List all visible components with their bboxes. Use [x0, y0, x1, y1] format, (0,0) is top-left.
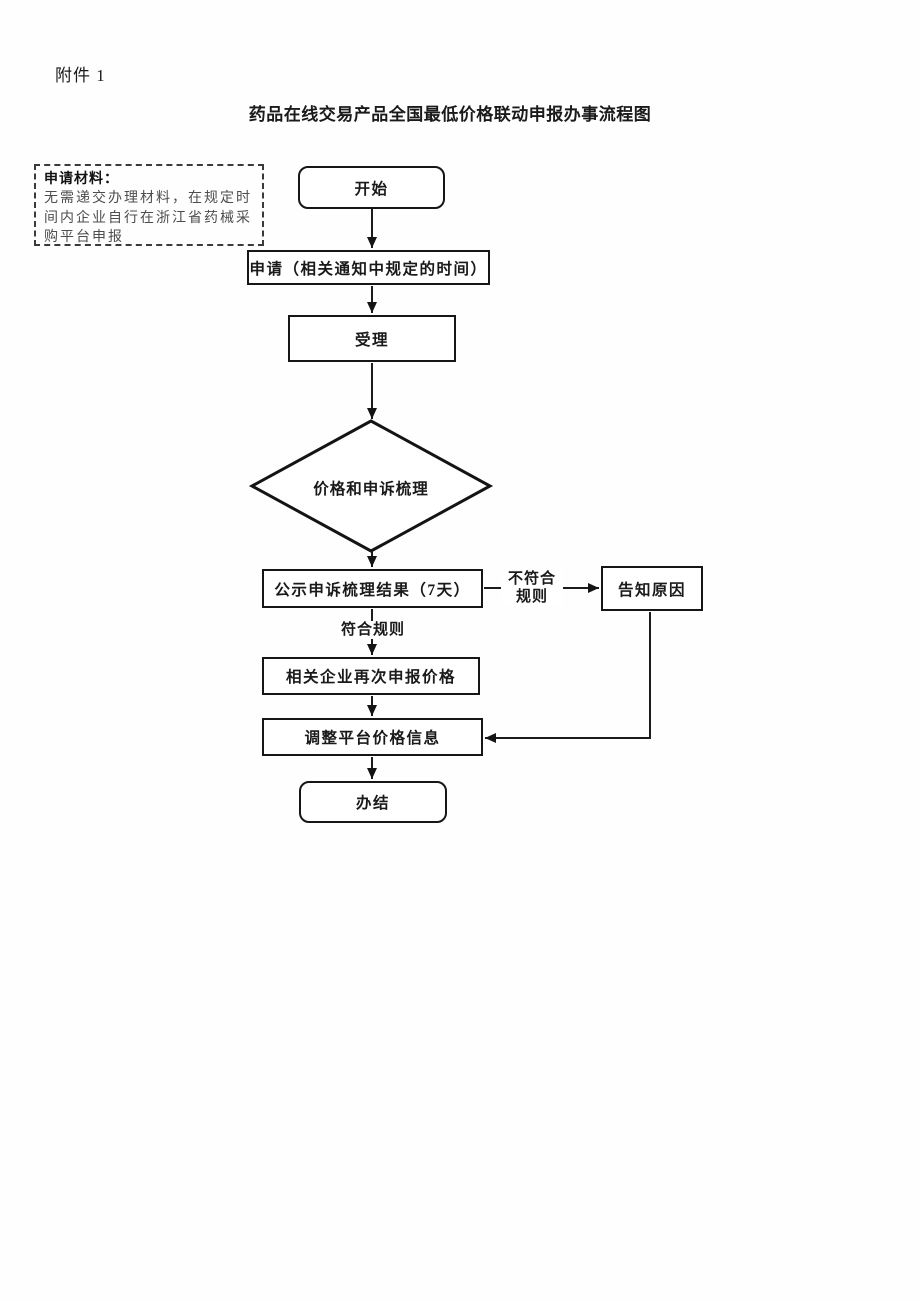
diagram-title: 药品在线交易产品全国最低价格联动申报办事流程图	[248, 105, 652, 124]
edge-label-not-conform-rules: 不符合规则	[501, 570, 563, 606]
note-body: 无需递交办理材料，在规定时间内企业自行在浙江省药械采购平台申报	[44, 191, 252, 245]
node-accept: 受理	[288, 315, 456, 362]
node-decision-label: 价格和申诉梳理	[313, 481, 429, 498]
node-publicize-result: 公示申诉梳理结果（7天）	[262, 569, 483, 608]
edge-label-conform-rules: 符合规则	[338, 621, 408, 639]
note-heading: 申请材料：	[44, 172, 119, 187]
application-materials-note: 申请材料： 无需递交办理材料，在规定时间内企业自行在浙江省药械采购平台申报	[34, 164, 264, 246]
node-adjust-platform-price: 调整平台价格信息	[262, 718, 483, 756]
node-apply: 申请（相关通知中规定的时间）	[247, 250, 490, 285]
node-start: 开始	[298, 166, 445, 209]
node-reapply-price: 相关企业再次申报价格	[262, 657, 480, 695]
node-end: 办结	[299, 781, 447, 823]
node-notify-reason: 告知原因	[601, 566, 703, 611]
attachment-label: 附件 1	[55, 66, 106, 85]
